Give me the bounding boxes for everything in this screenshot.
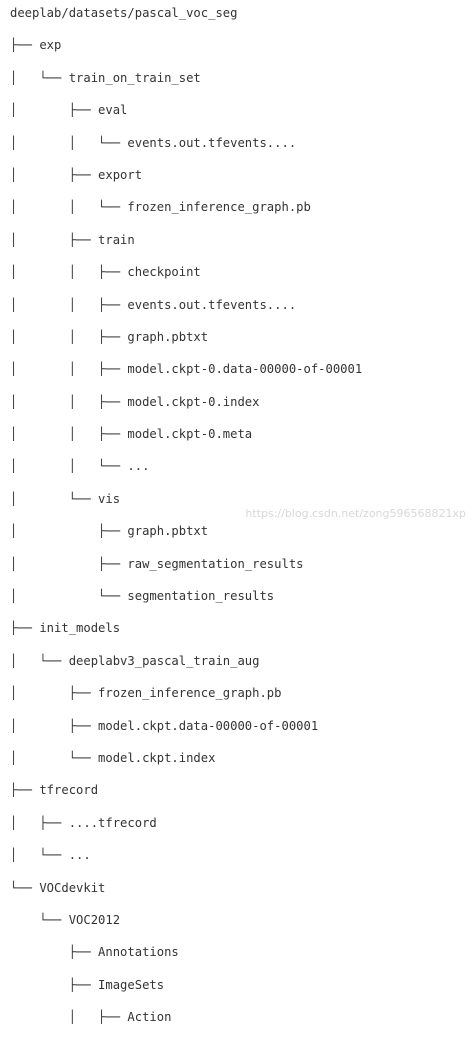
- tree-line: │ └── deeplabv3_pascal_train_aug: [10, 653, 260, 668]
- tree-line: │ │ ├── events.out.tfevents....: [10, 297, 297, 312]
- tree-line: ├── init_models: [10, 621, 121, 636]
- watermark-text: https://blog.csdn.net/zong596568821xp: [245, 507, 466, 520]
- tree-line: │ └── segmentation_results: [10, 589, 275, 604]
- tree-line: │ │ ├── graph.pbtxt: [10, 329, 209, 344]
- tree-line: │ ├── export: [10, 167, 143, 182]
- tree-line: └── VOC2012: [10, 912, 121, 927]
- tree-line: │ ├── ....tfrecord: [10, 815, 157, 830]
- tree-line: ├── exp: [10, 38, 62, 53]
- tree-line: │ ├── raw_segmentation_results: [10, 556, 304, 571]
- directory-tree: deeplab/datasets/pascal_voc_seg ├── exp …: [10, 5, 362, 1042]
- tree-line: │ └── model.ckpt.index: [10, 750, 216, 765]
- tree-line: └── VOCdevkit: [10, 880, 106, 895]
- tree-line: │ ├── Action: [10, 1010, 172, 1025]
- tree-line: │ │ ├── model.ckpt-0.meta: [10, 427, 253, 442]
- tree-root: deeplab/datasets/pascal_voc_seg: [10, 6, 238, 20]
- tree-line: │ │ ├── checkpoint: [10, 265, 201, 280]
- tree-line: │ ├── model.ckpt.data-00000-of-00001: [10, 718, 319, 733]
- tree-line: │ │ └── ...: [10, 459, 150, 474]
- tree-line: │ │ └── frozen_inference_graph.pb: [10, 200, 311, 215]
- tree-line: │ ├── frozen_inference_graph.pb: [10, 686, 282, 701]
- tree-line: ├── tfrecord: [10, 783, 99, 798]
- tree-line: │ ├── eval: [10, 103, 128, 118]
- tree-line: ├── Annotations: [10, 945, 179, 960]
- tree-line: │ └── train_on_train_set: [10, 70, 201, 85]
- tree-line: │ └── ...: [10, 848, 91, 863]
- tree-line: │ └── vis: [10, 491, 121, 506]
- tree-line: │ │ ├── model.ckpt-0.index: [10, 394, 260, 409]
- tree-line: ├── ImageSets: [10, 977, 165, 992]
- tree-line: │ ├── train: [10, 232, 135, 247]
- tree-line: │ │ └── events.out.tfevents....: [10, 135, 297, 150]
- tree-line: │ │ ├── model.ckpt-0.data-00000-of-00001: [10, 362, 363, 377]
